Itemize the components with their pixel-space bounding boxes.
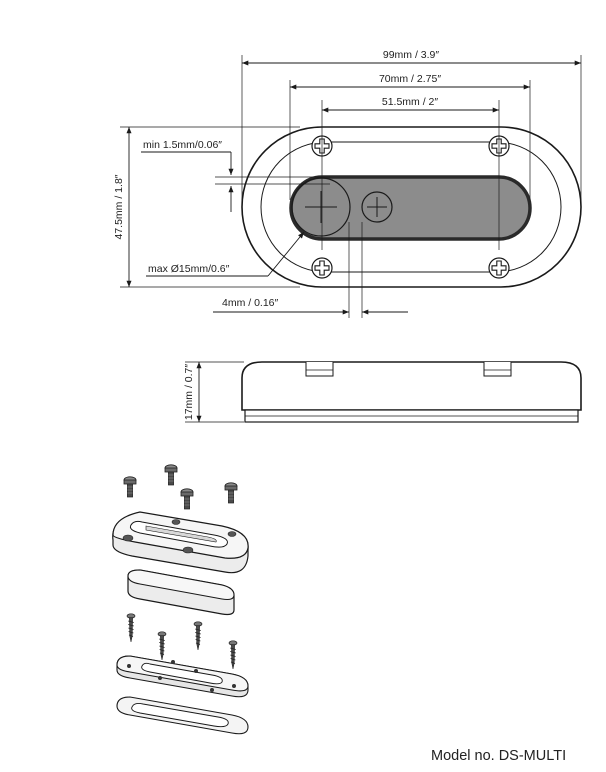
exploded-view	[112, 464, 249, 735]
bolt-icon	[180, 488, 194, 510]
dim-hole-spacing: 70mm / 2.75″	[379, 73, 441, 85]
dim-min-thickness: min 1.5mm/0.06″	[143, 139, 222, 151]
sensor-window	[289, 175, 532, 241]
model-number-label: Model no. DS-MULTI	[431, 748, 566, 764]
dim-overall-height: 47.5mm / 1.8″	[113, 174, 125, 239]
dim-overall-width: 99mm / 3.9″	[383, 49, 440, 61]
side-housing	[241, 361, 582, 411]
wood-screw-icon	[228, 640, 238, 670]
gasket	[116, 696, 249, 735]
top-view: 99mm / 3.9″ 70mm / 2.75″ 51.5mm / 2″ 47.…	[113, 49, 582, 318]
screw-bottom-left-icon	[311, 257, 333, 279]
bolt-icon	[123, 476, 137, 498]
bolt-icon	[224, 482, 238, 504]
housing-inner-outline	[260, 141, 562, 273]
dim-max-diameter: max Ø15mm/0.6″	[148, 263, 230, 275]
dim-side-height: 17mm / 0.7″	[183, 364, 195, 421]
side-view: 17mm / 0.7″	[183, 361, 582, 423]
dim-offset: 4mm / 0.16″	[222, 297, 279, 309]
bolt-icon	[164, 464, 178, 486]
wood-screw-icon	[126, 613, 136, 643]
mounting-plate	[116, 655, 249, 698]
wood-screw-icon	[157, 631, 167, 661]
screw-bottom-right-icon	[488, 257, 510, 279]
wood-screw-icon	[193, 621, 203, 651]
dim-window-length: 51.5mm / 2″	[382, 96, 439, 108]
sensor-circle-small	[361, 191, 393, 223]
sensor-circle-large	[291, 177, 351, 237]
lens-part	[127, 569, 235, 616]
housing-part	[112, 511, 249, 574]
